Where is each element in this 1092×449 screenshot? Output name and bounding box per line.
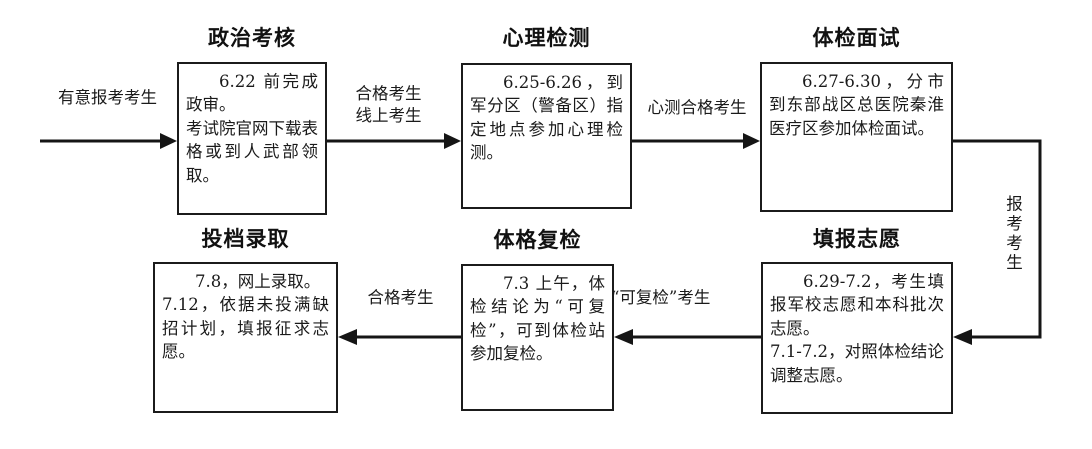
node-physical-recheck-body: 7.3 上午，体检结论为“可复检”，可到体检站参加复检。 [470,274,605,364]
stage-title-physical-recheck: 体格复检 [493,228,582,252]
node-physical-recheck: 7.3 上午，体检结论为“可复检”，可到体检站参加复检。 [461,264,614,411]
stage-title-medical-interview: 体检面试 [812,26,901,50]
edge-label-to-fill-application: 报考考生 [1003,195,1023,273]
stage-title-admission: 投档录取 [201,227,290,251]
edge-label-to-psychological-test-line1: 合格考生 [355,84,422,103]
node-fill-application: 6.29-7.2，考生填报军校志愿和本科批次志愿。 7.1-7.2，对照体检结论… [761,262,953,414]
node-medical-interview: 6.27-6.30，分市到东部战区总医院秦淮医疗区参加体检面试。 [760,62,953,212]
node-political-review-body: 6.22 前完成政审。 考试院官网下载表格或到人武部领取。 [186,72,318,185]
node-psychological-test-body: 6.25-6.26，到军分区（警备区）指定地点参加心理检测。 [470,73,623,163]
connector-entry-to-political-review [40,133,177,149]
node-political-review: 6.22 前完成政审。 考试院官网下载表格或到人武部领取。 [177,62,327,215]
edge-label-to-psychological-test-line2: 线上考生 [355,106,422,125]
connector-fill-application-to-physical-recheck [614,329,761,345]
connector-physical-recheck-to-admission [338,329,461,345]
node-medical-interview-body: 6.27-6.30，分市到东部战区总医院秦淮医疗区参加体检面试。 [769,72,944,138]
node-admission: 7.8，网上录取。 7.12，依据未投满缺招计划，填报征求志愿。 [153,262,338,413]
edge-label-to-medical-interview: 心测合格考生 [647,98,747,117]
node-admission-body: 7.8，网上录取。 7.12，依据未投满缺招计划，填报征求志愿。 [162,272,329,362]
connector-medical-interview-to-fill-application [953,139,1042,345]
stage-title-fill-application: 填报志愿 [813,227,901,251]
stage-title-political-review: 政治考核 [208,26,296,50]
stage-title-psychological-test: 心理检测 [502,26,591,50]
node-psychological-test: 6.25-6.26，到军分区（警备区）指定地点参加心理检测。 [461,63,632,209]
edge-label-to-physical-recheck: “可复检”考生 [611,288,711,307]
edge-label-to-admission: 合格考生 [367,288,434,307]
node-fill-application-body: 6.29-7.2，考生填报军校志愿和本科批次志愿。 7.1-7.2，对照体检结论… [770,272,944,385]
connector-political-review-to-psychological-test [327,133,461,149]
connector-psychological-test-to-medical-interview [632,133,760,149]
edge-label-entry: 有意报考考生 [58,88,157,107]
